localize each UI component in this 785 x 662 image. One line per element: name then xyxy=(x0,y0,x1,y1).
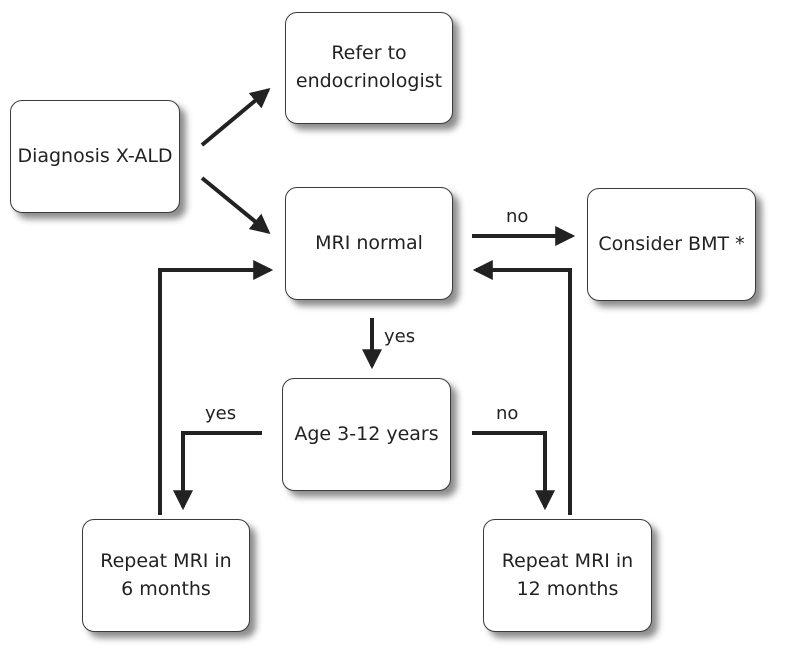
node-repeat-mri-6-line1: Repeat MRI in xyxy=(100,549,232,572)
node-consider-bmt-label: Consider BMT * xyxy=(598,232,745,255)
arrow-diagnosis-to-mri xyxy=(200,176,271,235)
edge-label-age-no: no xyxy=(496,403,519,424)
node-diagnosis-label: Diagnosis X-ALD xyxy=(17,144,173,167)
arrow-diagnosis-to-endocrinologist xyxy=(200,87,271,147)
node-repeat-mri-12-line2: 12 months xyxy=(516,577,619,600)
arrow-age-yes-to-repeat6 xyxy=(173,431,262,511)
node-age-label: Age 3-12 years xyxy=(294,422,439,445)
node-consider-bmt: Consider BMT * xyxy=(587,188,756,301)
edge-label-age-yes: yes xyxy=(205,403,237,424)
arrow-repeat12-to-mri xyxy=(472,260,572,515)
node-endocrinologist-line1: Refer to xyxy=(331,42,407,65)
node-repeat-mri-12: Repeat MRI in 12 months xyxy=(483,519,652,632)
edge-label-mri-no: no xyxy=(506,206,529,227)
arrow-age-no-to-repeat12 xyxy=(472,431,555,511)
node-repeat-mri-6-line2: 6 months xyxy=(121,577,211,600)
edge-label-mri-yes: yes xyxy=(384,326,416,347)
node-mri-normal-label: MRI normal xyxy=(315,231,423,254)
node-endocrinologist-line2: endocrinologist xyxy=(295,70,443,92)
node-age: Age 3-12 years xyxy=(282,378,451,491)
node-diagnosis: Diagnosis X-ALD xyxy=(10,100,180,213)
node-repeat-mri-6: Repeat MRI in 6 months xyxy=(82,519,250,632)
node-endocrinologist: Refer to endocrinologist xyxy=(285,12,453,124)
node-repeat-mri-12-line1: Repeat MRI in xyxy=(501,549,634,572)
node-mri-normal: MRI normal xyxy=(285,187,453,300)
arrow-repeat6-to-mri xyxy=(158,260,274,515)
